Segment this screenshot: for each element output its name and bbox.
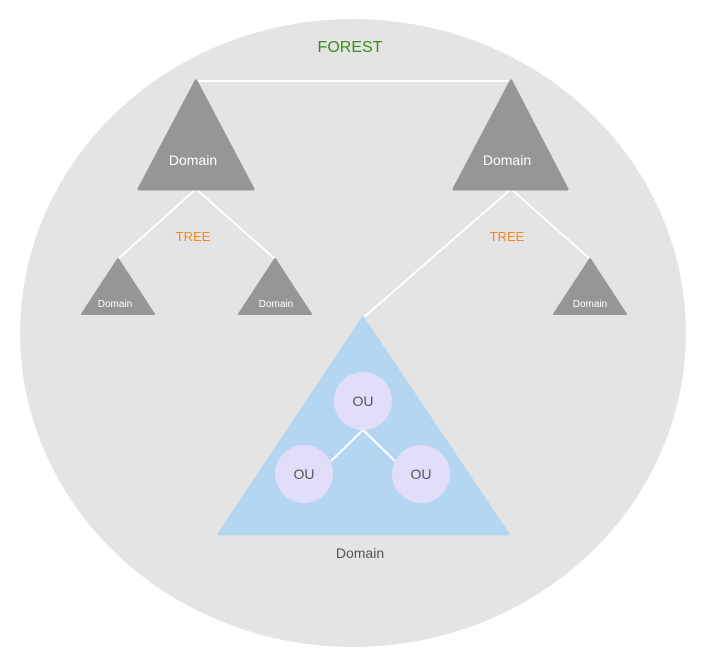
child-domain-left-1-label: Domain — [98, 299, 132, 310]
connector-lines — [117, 80, 591, 319]
tree-left-branch-2 — [195, 188, 276, 260]
ou-top-label: OU — [353, 393, 374, 409]
root-domain-left-label: Domain — [169, 152, 217, 168]
child-domain-left-2-triangle — [238, 258, 312, 315]
ou-right-circle — [392, 445, 450, 503]
ou-connector-lines — [330, 429, 396, 462]
tree-left-branch-1 — [117, 188, 197, 260]
tree-right-branch-1 — [362, 188, 512, 319]
forest-label: FOREST — [318, 39, 383, 56]
tree-label-left: TREE — [176, 229, 211, 244]
root-domain-right-triangle — [452, 79, 569, 191]
tree-label-right: TREE — [490, 229, 525, 244]
tree-right-branch-2 — [510, 188, 591, 260]
expanded-domain-label: Domain — [336, 545, 384, 561]
ou-left-label: OU — [294, 466, 315, 482]
ou-branch-left — [330, 429, 364, 462]
root-domain-right-label: Domain — [483, 152, 531, 168]
ou-top-circle — [334, 372, 392, 430]
child-domain-right-1-label: Domain — [573, 299, 607, 310]
child-domain-left-2-label: Domain — [259, 299, 293, 310]
ou-left-circle — [275, 445, 333, 503]
ou-right-label: OU — [411, 466, 432, 482]
child-domain-right-1-triangle — [553, 258, 627, 315]
child-domain-left-1-triangle — [81, 258, 155, 315]
ou-branch-right — [362, 429, 396, 462]
root-domain-left-triangle — [137, 79, 255, 191]
